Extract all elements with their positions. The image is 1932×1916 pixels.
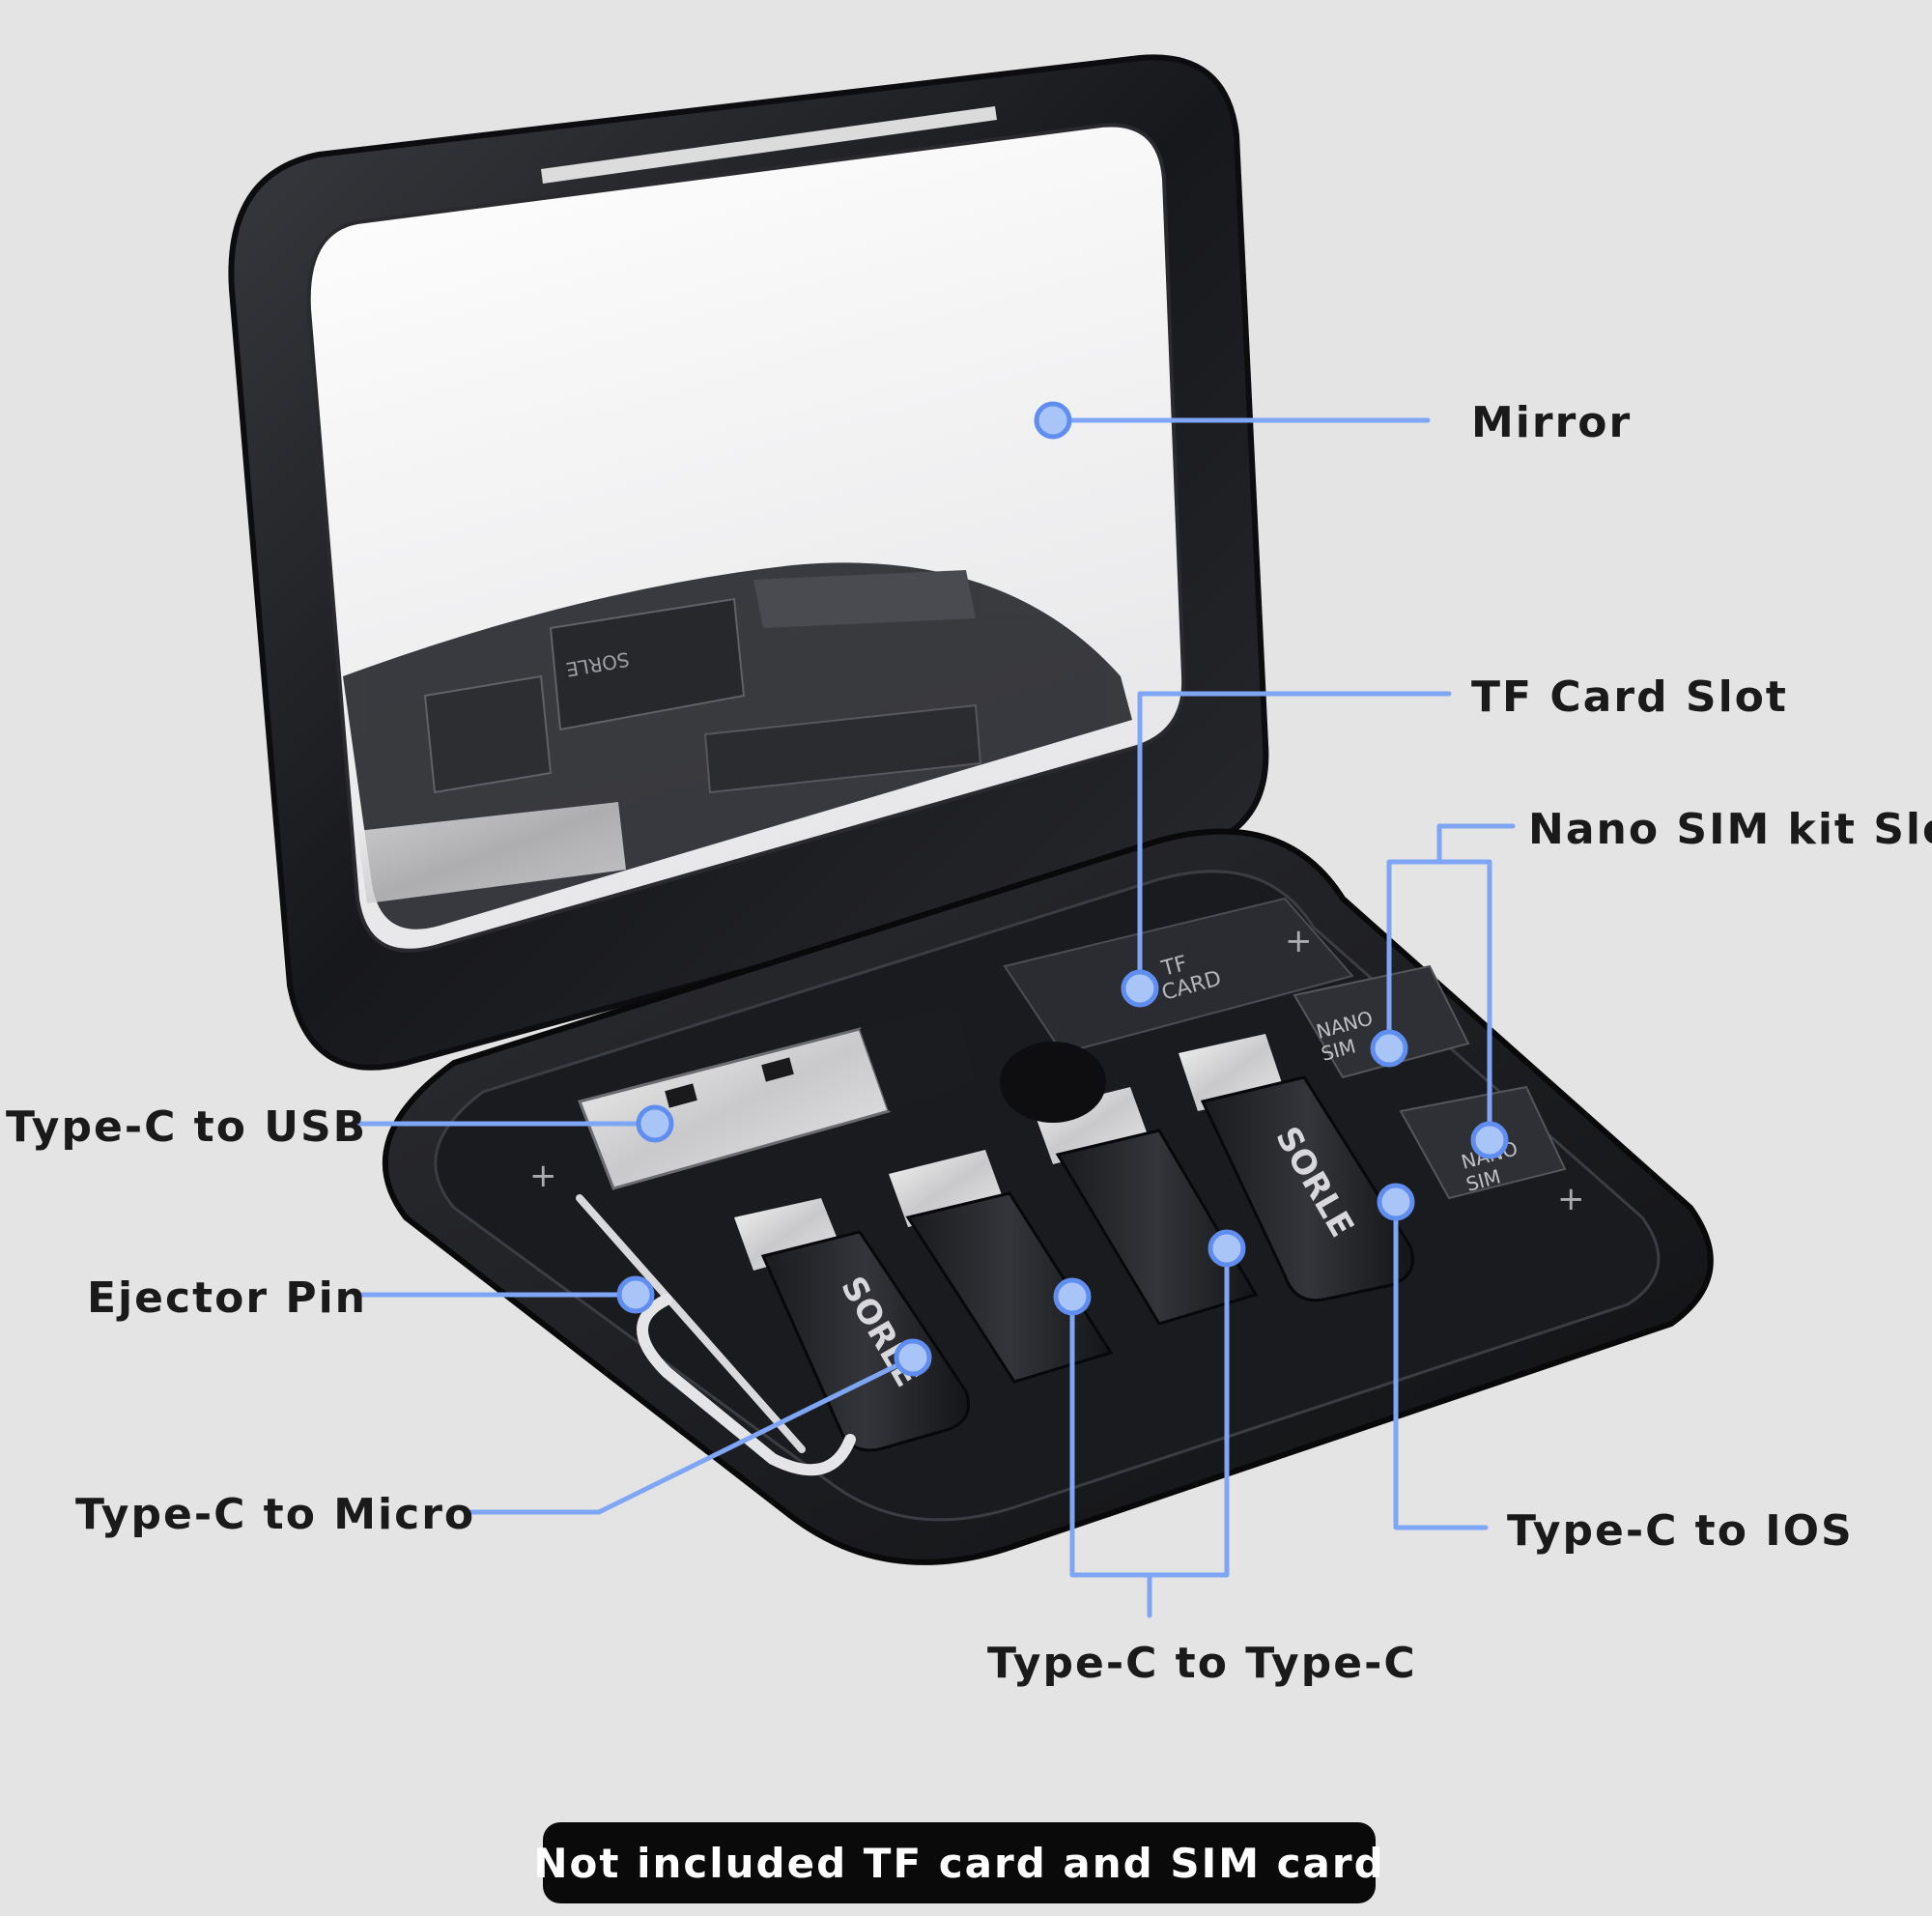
- plus-mark-left: +: [529, 1157, 557, 1195]
- type-c-to-ios-adapter: SORLE: [1179, 1034, 1414, 1302]
- ejector-pin: [576, 1194, 856, 1476]
- type-c-to-type-c-adapters: [889, 1042, 1259, 1384]
- tf-card-slot-label: TF Card Slot: [1471, 672, 1788, 722]
- type-c-to-micro-callout-dot: [894, 1338, 932, 1377]
- type-c-to-micro-label: Type-C to Micro: [75, 1490, 476, 1539]
- nano-sim-callout-dot-upper: [1370, 1029, 1408, 1068]
- type-c-to-usb-label: Type-C to USB: [6, 1102, 368, 1152]
- mirror-callout-dot: [1034, 401, 1072, 440]
- type-c-to-type-c-label: Type-C to Type-C: [987, 1639, 1417, 1688]
- type-c-to-ios-callout-dot: [1377, 1183, 1415, 1221]
- tf-card-slot-area: [1003, 897, 1354, 1055]
- mirror-label: Mirror: [1471, 398, 1633, 447]
- type-c-to-ios-callout-line: [1393, 1199, 1489, 1530]
- plus-mark-right: +: [1557, 1180, 1585, 1218]
- tf-card-callout-dot: [1121, 969, 1159, 1008]
- type-c-to-ios-label: Type-C to IOS: [1507, 1506, 1854, 1556]
- lid-hinge-strip: [541, 106, 997, 184]
- type-c-to-type-c-callout-dot-left: [1053, 1277, 1092, 1316]
- type-c-to-type-c-callout-dot-right: [1208, 1229, 1246, 1268]
- type-c-to-usb-adapter: [577, 1005, 976, 1190]
- callout-dots: [616, 401, 1509, 1377]
- ejector-pin-label: Ejector Pin: [87, 1273, 367, 1323]
- not-included-notice: Not included TF card and SIM card: [533, 1822, 1383, 1903]
- type-c-to-usb-callout-dot: [636, 1104, 674, 1143]
- mirror-reflection: SORLE: [343, 562, 1132, 929]
- nano-sim-kit-slot-label: Nano SIM kit Slot: [1528, 805, 1932, 854]
- type-c-to-micro-adapter: SORLE: [734, 1198, 970, 1452]
- nano-sim-slot-upper: [1293, 964, 1470, 1079]
- callout-lines: [353, 417, 1516, 1618]
- nano-sim-callout-line: [1436, 823, 1516, 865]
- tf-card-callout-line: [1137, 691, 1452, 991]
- type-c-to-micro-callout-line: [466, 1355, 916, 1515]
- ejector-pin-callout-dot: [616, 1275, 655, 1314]
- nano-sim-callout-dot-lower: [1470, 1121, 1509, 1159]
- plus-mark-top: +: [1285, 922, 1313, 960]
